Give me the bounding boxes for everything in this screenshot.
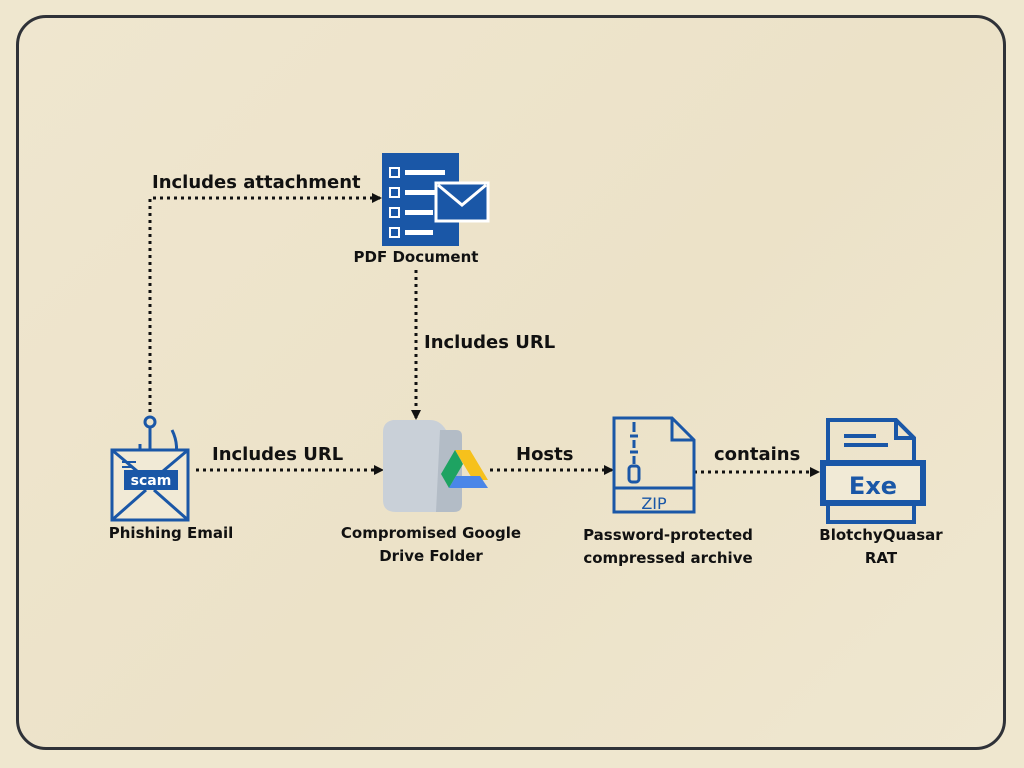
node-label-archive-line2: compressed archive	[583, 549, 753, 567]
node-label-pdf-document: PDF Document	[353, 248, 479, 266]
node-label-rat: BlotchyQuasar RAT	[806, 524, 956, 570]
node-label-drive-folder-line2: Drive Folder	[379, 547, 483, 565]
scam-label: scam	[131, 473, 172, 489]
google-drive-logo	[441, 450, 488, 488]
node-label-rat-line2: RAT	[864, 549, 898, 567]
scam-email-icon: scam	[110, 415, 190, 522]
edge-label-hosts: Hosts	[516, 444, 574, 465]
exe-label: Exe	[849, 472, 897, 500]
google-drive-folder-icon	[383, 420, 488, 512]
diagram-frame	[16, 15, 1006, 750]
edge-label-email-includes-url: Includes URL	[212, 444, 344, 465]
edge-email-to-pdf	[148, 193, 382, 412]
edge-label-includes-attachment: Includes attachment	[152, 172, 361, 193]
node-label-drive-folder: Compromised Google Drive Folder	[326, 522, 536, 568]
pdf-document-icon	[382, 153, 490, 246]
node-label-phishing-email: Phishing Email	[108, 524, 234, 542]
node-label-drive-folder-line1: Compromised Google	[340, 524, 522, 542]
zip-label: ZIP	[641, 494, 667, 513]
node-label-rat-line1: BlotchyQuasar	[819, 526, 943, 544]
zip-file-icon: ZIP	[612, 416, 696, 514]
edge-label-pdf-includes-url: Includes URL	[424, 332, 556, 353]
exe-file-icon: Exe	[820, 418, 926, 524]
node-label-archive: Password-protected compressed archive	[568, 524, 768, 570]
node-label-archive-line1: Password-protected	[583, 526, 753, 544]
edge-label-contains: contains	[714, 444, 801, 465]
